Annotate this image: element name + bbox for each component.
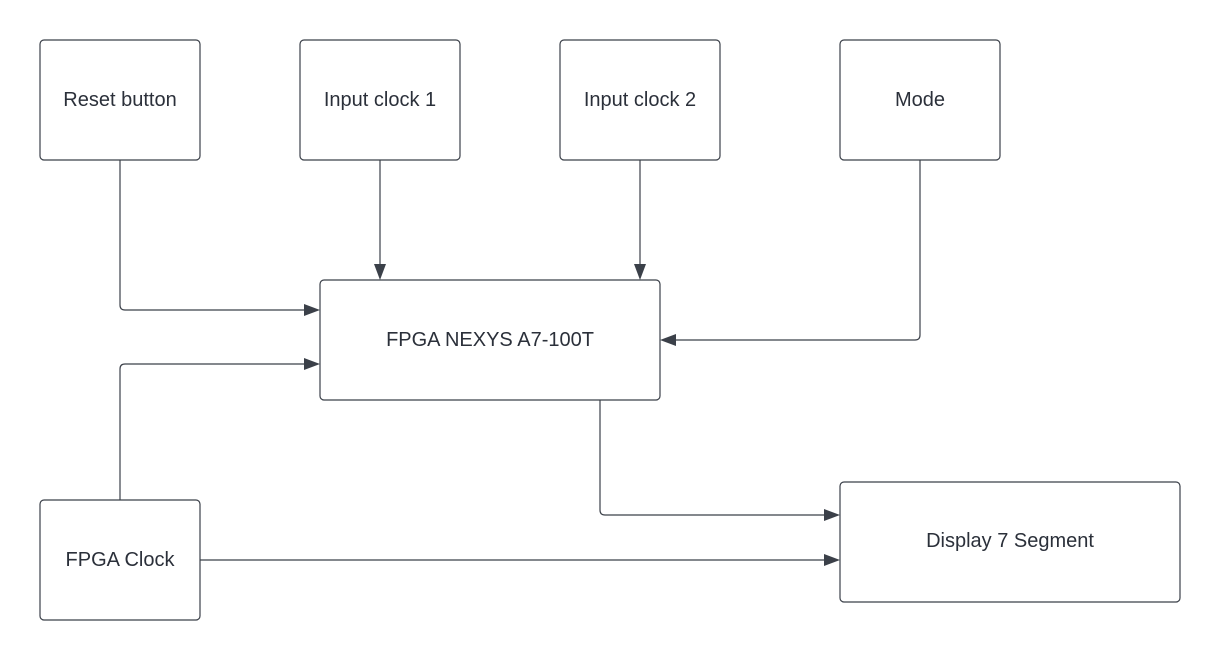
node-label: FPGA Clock xyxy=(66,549,176,571)
edge-fpga-clock-to-fpga xyxy=(119,363,306,500)
arrowhead-fpga-clock-to-fpga xyxy=(304,358,320,370)
arrowhead-fpga-clock-to-display xyxy=(824,554,840,566)
edge-mode-to-fpga xyxy=(674,160,921,341)
node-box xyxy=(39,499,201,621)
arrowhead-input-clock-1-to-fpga xyxy=(374,264,386,280)
node-label: Input clock 2 xyxy=(584,89,696,111)
node-box xyxy=(839,481,1181,603)
node-reset-button[interactable]: Reset button xyxy=(39,39,201,161)
node-label: Reset button xyxy=(63,89,176,111)
node-box xyxy=(39,39,201,161)
node-input-clock-2[interactable]: Input clock 2 xyxy=(559,39,721,161)
node-box xyxy=(319,279,661,401)
node-mode[interactable]: Mode xyxy=(839,39,1001,161)
node-label: Input clock 1 xyxy=(324,89,436,111)
edge-reset-to-fpga xyxy=(119,160,306,311)
node-label: Mode xyxy=(895,89,945,111)
node-fpga[interactable]: FPGA NEXYS A7-100T xyxy=(319,279,661,401)
arrowhead-reset-to-fpga xyxy=(304,304,320,316)
node-box xyxy=(559,39,721,161)
arrowhead-mode-to-fpga xyxy=(660,334,676,346)
node-label: FPGA NEXYS A7-100T xyxy=(386,329,594,351)
node-box xyxy=(299,39,461,161)
node-label: Display 7 Segment xyxy=(926,530,1094,552)
node-input-clock-1[interactable]: Input clock 1 xyxy=(299,39,461,161)
node-fpga-clock[interactable]: FPGA Clock xyxy=(39,499,201,621)
connectors xyxy=(119,160,921,566)
arrowhead-input-clock-2-to-fpga xyxy=(634,264,646,280)
arrowhead-fpga-to-display xyxy=(824,509,840,521)
node-display[interactable]: Display 7 Segment xyxy=(839,481,1181,603)
edge-fpga-to-display xyxy=(599,400,826,516)
node-box xyxy=(839,39,1001,161)
